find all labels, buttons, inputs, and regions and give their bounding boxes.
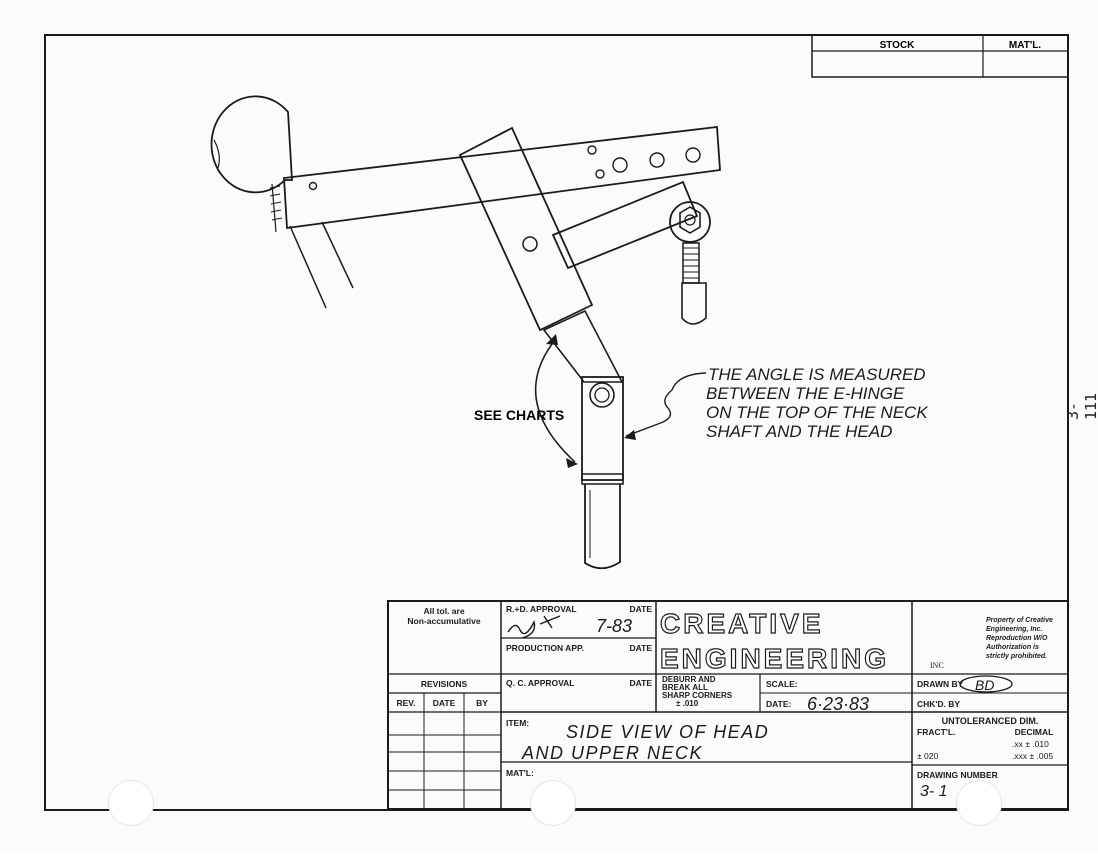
property-note: Property of Creative Engineering, Inc. R…	[985, 617, 1053, 660]
rd-approval-label: R.+D. APPROVAL	[506, 604, 577, 614]
head-plate	[283, 125, 721, 230]
see-charts-callout: SEE CHARTS	[474, 407, 564, 423]
hex-nut-icon	[679, 206, 701, 234]
fractional-tolerance: ± 020	[917, 751, 938, 761]
rod-end-bearing-icon	[669, 201, 711, 325]
angle-dimension	[534, 334, 578, 468]
company-name-line-1: CREATIVE	[660, 608, 824, 639]
company-logo: CREATIVE ENGINEERING	[659, 607, 889, 674]
angle-measure-note: THE ANGLE IS MEASURED BETWEEN THE E-HING…	[706, 365, 928, 441]
drawing-number-label: DRAWING NUMBER	[917, 770, 998, 780]
date-column-header: DATE	[433, 698, 456, 708]
rd-approval-signature	[507, 615, 561, 639]
drawn-by-initials: BD	[975, 677, 994, 693]
tolerance-xx: .xx ± .010	[1012, 739, 1049, 749]
drawing-number-value: 3- 1	[920, 783, 948, 800]
property-note-1: Property of Creative	[986, 617, 1053, 624]
company-name-line-2: ENGINEERING	[660, 643, 889, 674]
material-label: MAT'L.	[1009, 40, 1041, 51]
qc-approval-date-label: DATE	[629, 678, 652, 688]
item-title-line-2: AND UPPER NECK	[521, 743, 703, 763]
link-arm	[551, 180, 699, 270]
neck-bar	[458, 126, 624, 383]
head-ball-icon	[210, 95, 293, 233]
deburr-note-4: ± .010	[676, 699, 699, 708]
punch-hole-right	[956, 780, 1002, 826]
deburr-note-1: DEBURR AND	[662, 675, 716, 684]
item-label: ITEM:	[506, 718, 529, 728]
angle-note-line-1: THE ANGLE IS MEASURED	[708, 365, 926, 384]
material-field-label: MAT'L:	[506, 768, 534, 778]
tolerance-note-2: Non-accumulative	[407, 616, 480, 626]
qc-approval-label: Q. C. APPROVAL	[506, 678, 574, 688]
property-note-5: strictly prohibited.	[986, 653, 1047, 660]
tolerance-xxx: .xxx ± .005	[1012, 751, 1053, 761]
callout-leader	[624, 372, 707, 440]
bracket-lines	[289, 221, 354, 309]
drawn-by-circle	[959, 675, 1013, 693]
property-note-3: Reproduction W/O	[986, 635, 1048, 642]
checked-by-label: CHK'D. BY	[917, 699, 960, 709]
rd-approval-date: 7-83	[596, 616, 632, 636]
sheet-number: 3-111	[1064, 392, 1098, 420]
company-suffix: INC	[930, 661, 944, 670]
fractional-label: FRACT'L.	[917, 727, 955, 737]
revisions-label: REVISIONS	[421, 679, 468, 689]
stock-label: STOCK	[880, 40, 916, 51]
deburr-note-3: SHARP CORNERS	[662, 691, 733, 700]
scale-label: SCALE:	[766, 679, 798, 689]
stock-material-block: STOCK MAT'L.	[811, 34, 1069, 78]
angle-note-line-2: BETWEEN THE E-HINGE	[706, 384, 905, 403]
deburr-note-2: BREAK ALL	[662, 683, 708, 692]
rev-column-header: REV.	[396, 698, 415, 708]
punch-hole-center	[530, 780, 576, 826]
tolerance-note-1: All tol. are	[423, 606, 464, 616]
decimal-label: DECIMAL	[1015, 727, 1054, 737]
rd-approval-date-label: DATE	[629, 604, 652, 614]
date-value: 6·23·83	[807, 694, 869, 714]
date-field-label: DATE:	[766, 699, 792, 709]
production-approval-label: PRODUCTION APP.	[506, 643, 584, 653]
angle-note-line-4: SHAFT AND THE HEAD	[706, 422, 892, 441]
neck-shaft	[584, 484, 621, 570]
property-note-4: Authorization is	[985, 644, 1039, 651]
property-note-2: Engineering, Inc.	[986, 626, 1042, 633]
title-block	[387, 600, 1069, 810]
punch-hole-left	[108, 780, 154, 826]
production-approval-date-label: DATE	[629, 643, 652, 653]
item-title-line-1: SIDE VIEW OF HEAD	[566, 722, 769, 742]
drawn-by-label: DRAWN BY	[917, 679, 964, 689]
untoleranced-label: UNTOLERANCED DIM.	[942, 716, 1039, 726]
angle-note-line-3: ON THE TOP OF THE NECK	[706, 403, 928, 422]
e-hinge	[581, 376, 624, 570]
by-column-header: BY	[476, 698, 488, 708]
